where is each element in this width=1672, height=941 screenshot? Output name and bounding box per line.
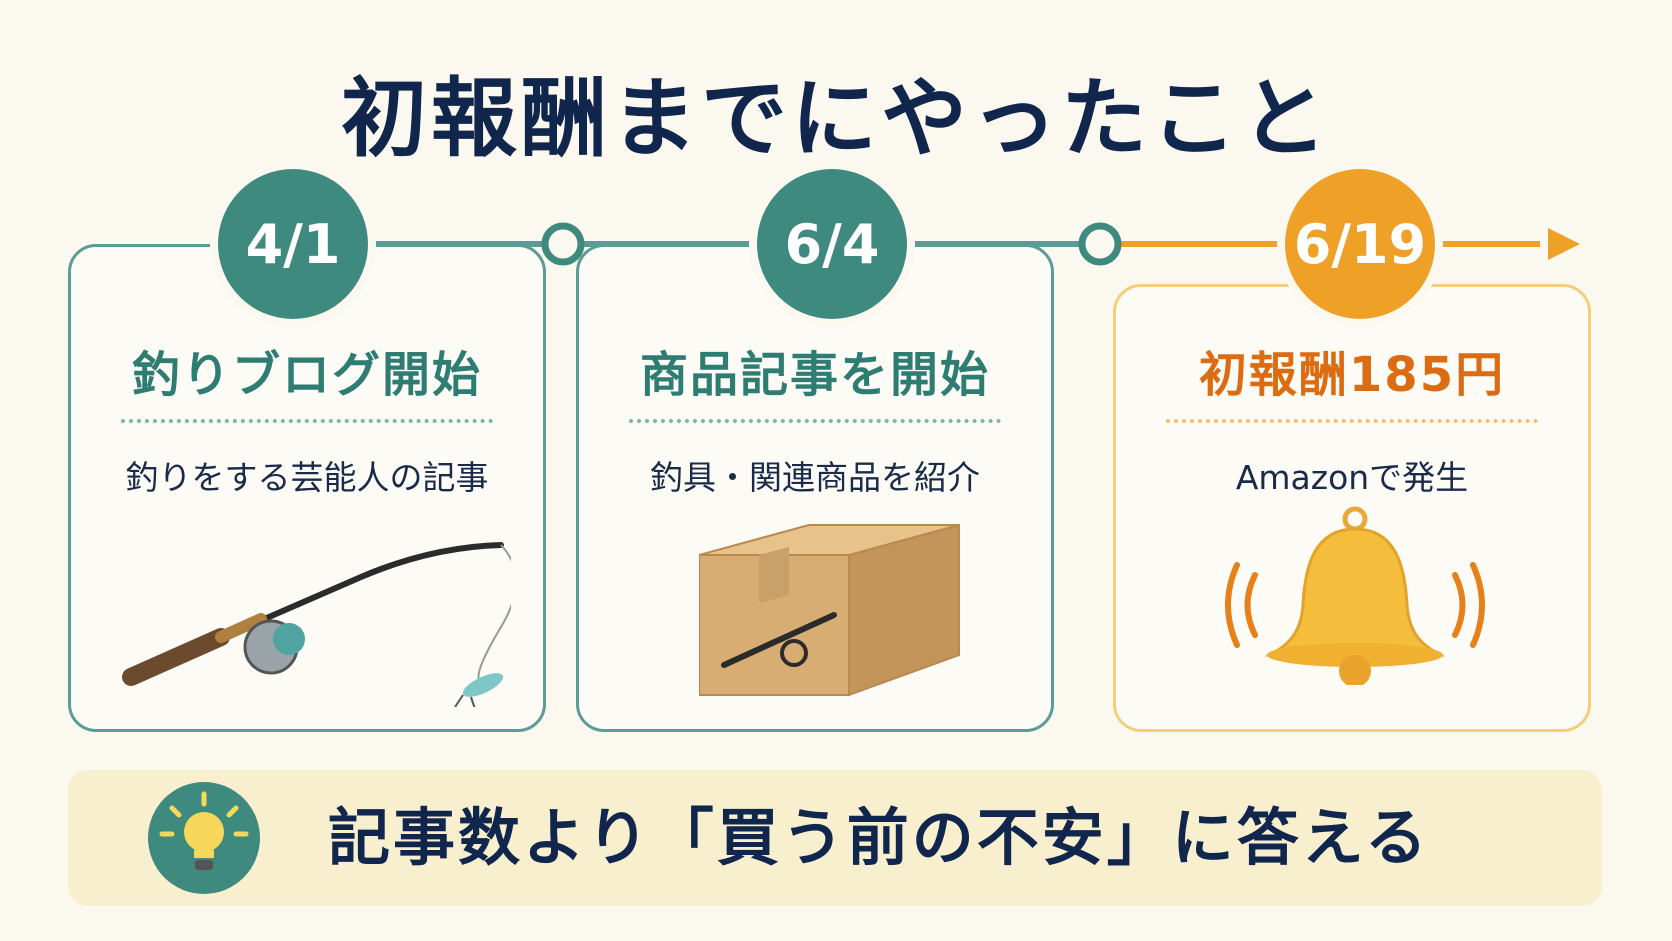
step-card-1: 釣りブログ開始 釣りをする芸能人の記事: [68, 244, 546, 732]
dotted-divider: [121, 419, 493, 423]
arrow-head-icon: [1548, 228, 1580, 260]
fishing-rod-icon: [122, 542, 511, 707]
box-icon: [699, 523, 960, 697]
step-detail: 釣りをする芸能人の記事: [125, 458, 489, 497]
step-heading: 初報酬185円: [1198, 347, 1506, 403]
step-card-3: 初報酬185円 Amazonで発生: [1113, 284, 1591, 732]
date-badge: 6/4: [757, 169, 907, 319]
page-title: 初報酬までにやったこと: [341, 69, 1331, 169]
date-badge: 4/1: [218, 169, 368, 319]
lightbulb-icon: [148, 782, 260, 894]
tip-banner: 記事数より「買う前の不安」に答える: [68, 770, 1602, 906]
timeline-node: [541, 222, 585, 266]
step-detail: 釣具・関連商品を紹介: [650, 458, 980, 497]
dotted-divider: [629, 419, 1001, 423]
dotted-divider: [1166, 419, 1538, 423]
step-card-2: 商品記事を開始 釣具・関連商品を紹介: [576, 244, 1054, 732]
timeline-node: [1078, 222, 1122, 266]
date-badge: 6/19: [1285, 169, 1435, 319]
step-detail: Amazonで発生: [1235, 458, 1469, 497]
step-heading: 釣りブログ開始: [131, 347, 482, 403]
bell-icon: [1225, 506, 1485, 685]
tip-text: 記事数より「買う前の不安」に答える: [328, 801, 1430, 874]
step-heading: 商品記事を開始: [639, 347, 990, 403]
